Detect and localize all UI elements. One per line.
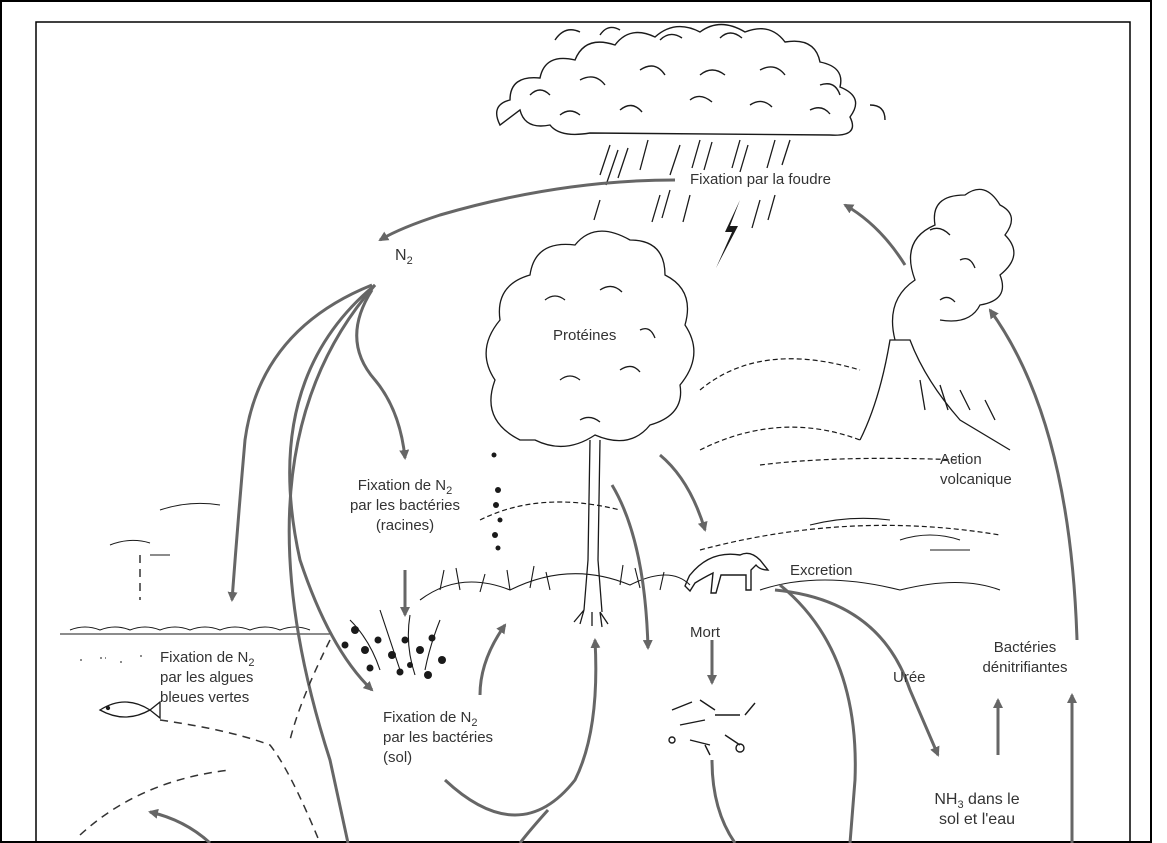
soil-fixation-line1: Fixation de N2 xyxy=(383,709,478,729)
algae-line1: Fixation de N2 xyxy=(160,649,255,669)
arrow-soil-fixation-up xyxy=(478,623,507,696)
n2-subscript: 2 xyxy=(406,255,413,267)
water-icon xyxy=(60,502,330,663)
bones-icon xyxy=(668,699,756,756)
arrow-urea-to-nh3 xyxy=(774,588,940,757)
nh3-line1: NH3 dans le xyxy=(934,791,1020,811)
foliage-dots-icon xyxy=(491,452,503,551)
arrow-tree-to-horse xyxy=(659,453,708,532)
algae-line3: bleues vertes xyxy=(160,689,250,706)
arrow-volcano-to-lightning xyxy=(843,203,907,266)
arrow-lightning-to-n2 xyxy=(378,178,676,242)
hills-icon xyxy=(479,358,1001,551)
lightning-icon xyxy=(716,200,740,268)
root-nodules-icon xyxy=(341,609,446,679)
volcanic-line1: Action xyxy=(940,451,982,468)
arrow-n2-to-root-fixation xyxy=(355,289,410,460)
volcanic-line2: volcanique xyxy=(940,471,1012,488)
n2-text: N xyxy=(395,247,407,264)
label-proteins: Protéines xyxy=(553,327,617,344)
cycle-arrows xyxy=(148,178,1079,843)
arrow-n2-to-water xyxy=(227,283,373,602)
label-soil-fixation: Fixation de N2 par les bactéries (sol) xyxy=(383,708,493,768)
arrow-bottom-right-to-nh3-area xyxy=(518,808,550,843)
label-urea: Urée xyxy=(893,669,926,686)
root-fixation-line3: (racines) xyxy=(375,517,435,534)
root-fixation-line2: par les bactéries xyxy=(349,497,461,514)
arrow-tree-to-ground xyxy=(610,484,653,650)
label-death: Mort xyxy=(690,624,720,641)
rain-icon xyxy=(593,139,791,229)
label-root-fixation: Fixation de N2 par les bactéries (racine… xyxy=(330,476,480,536)
volcano-icon xyxy=(859,188,1015,451)
label-lightning-fixation: Fixation par la foudre xyxy=(690,171,831,188)
label-excretion: Excretion xyxy=(790,562,853,579)
algae-line2: par les algues xyxy=(160,669,254,686)
label-denitrifying-bacteria: Bactéries dénitrifiantes xyxy=(960,638,1090,678)
arrow-loop-to-tree xyxy=(443,638,601,817)
tree-icon xyxy=(485,230,695,628)
nh3-line2: sol et l'eau xyxy=(939,811,1015,828)
arrow-remains-down xyxy=(710,759,737,843)
label-n2: N2 xyxy=(395,246,413,267)
arrow-excretion-down xyxy=(779,583,857,843)
fish-icon xyxy=(98,700,161,720)
arrow-n2-to-soil-fixation xyxy=(288,283,376,692)
denitrifying-line2: dénitrifiantes xyxy=(982,659,1068,676)
arrow-bottom-left-up xyxy=(148,808,212,843)
root-fixation-line1: Fixation de N2 xyxy=(357,477,453,497)
label-nh3: NH3 dans le sol et l'eau xyxy=(912,790,1042,830)
arrow-denitrifying-to-volcano xyxy=(988,308,1079,641)
label-algae-fixation: Fixation de N2 par les algues bleues ver… xyxy=(160,648,255,708)
soil-fixation-line2: par les bactéries xyxy=(383,729,494,746)
label-volcanic-action: Action volcanique xyxy=(940,450,1012,490)
horse-icon xyxy=(684,552,770,594)
soil-fixation-line3: (sol) xyxy=(383,749,413,766)
denitrifying-line1: Bactéries xyxy=(993,639,1057,656)
dashed-paths xyxy=(79,555,331,843)
cloud-icon xyxy=(496,23,886,136)
arrow-n2-to-bottom xyxy=(287,284,377,843)
ground-grass-icon xyxy=(419,517,1001,601)
inner-frame xyxy=(35,21,1131,843)
